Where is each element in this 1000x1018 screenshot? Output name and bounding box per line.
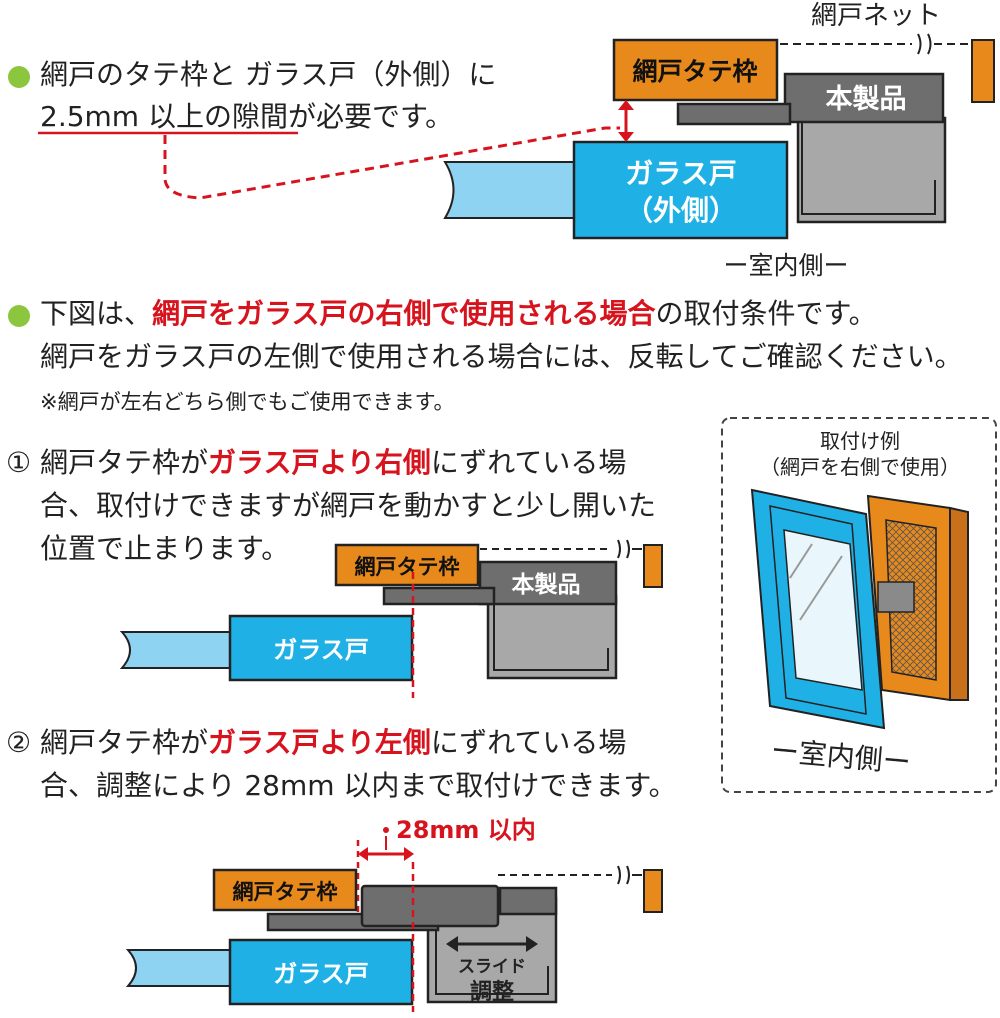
example-title: 取付け例 [820, 429, 900, 453]
net-end-frame [643, 869, 663, 913]
example-border [721, 417, 997, 793]
case2-line-2: 合、調整により 28mm 以内まで取付けできます。 [40, 769, 677, 802]
rail [676, 102, 792, 126]
notice-highlight: 網戸をガラス戸の右側で使用される場合 [152, 297, 656, 330]
net-frame [334, 543, 480, 587]
gap-requirement: 2.5mm 以上の隙間 [40, 100, 288, 133]
case2-highlight: ガラス戸より左側 [208, 726, 431, 759]
adjust-label: 調整 [470, 979, 514, 1005]
net-end-frame [643, 544, 663, 588]
intro-line-1: 網戸のタテ枠と ガラス戸（外側）に [40, 58, 497, 91]
example-box: 取付け例 （網戸を右側で使用） ー室内側ー [721, 417, 997, 793]
net-label: 網戸ネット [811, 1, 941, 31]
net-frame-label: 網戸タテ枠 [632, 57, 757, 86]
bullet-dot [8, 66, 30, 88]
glass-frame [228, 938, 414, 1006]
product-label: 本製品 [826, 84, 907, 115]
break-mark [617, 539, 630, 559]
case1-number: ① [6, 446, 32, 479]
rail [382, 586, 496, 606]
case2-line-1: ② 網戸タテ枠がガラス戸より左側にずれている場 [6, 726, 627, 759]
glass-label: ガラス戸 [273, 960, 369, 988]
notice-line-2: 網戸をガラス戸の左側で使用される場合には、反転してご確認ください。 [40, 340, 963, 373]
case2-number: ② [6, 726, 32, 759]
case1-diagram: 網戸タテ枠 本製品 ガラス戸 [119, 539, 663, 698]
net-frame-label: 網戸タテ枠 [355, 555, 460, 579]
break-mark [617, 865, 630, 885]
product-top [498, 886, 558, 916]
example-subtitle: （網戸を右側で使用） [760, 455, 960, 479]
glass-pane-white [783, 529, 863, 691]
glass-pane [443, 161, 579, 219]
case1-highlight: ガラス戸より右側 [208, 446, 431, 479]
slide-label: スライド [458, 957, 526, 977]
break-mark [917, 33, 932, 55]
notice-footnote: ※網戸が左右どちら側でもご使用できます。 [40, 390, 455, 414]
product-body [486, 594, 618, 680]
glass-frame [228, 614, 414, 682]
case1-line-3: 位置で止まります。 [40, 532, 290, 565]
glass-label-2: （外側） [625, 194, 737, 227]
product-body [785, 116, 947, 224]
glass-pane [125, 949, 233, 987]
net-frame [612, 38, 779, 102]
case2-diagram: 28mm 以内 網戸タテ枠 ガラス戸 スライド 調整 [125, 816, 663, 1012]
product-top [478, 560, 618, 606]
bullet-dot [8, 305, 30, 327]
glass-window [750, 488, 915, 730]
top-diagram: 網戸タテ枠 本製品 ガラス戸 （外側） 網戸ネット ー室内側ー [443, 1, 995, 280]
example-indoor-label: ー室内側ー [770, 734, 912, 779]
net-frame [212, 868, 358, 912]
slide-part [360, 884, 500, 928]
glass-label-1: ガラス戸 [625, 157, 736, 190]
case1-line-2: 合、取付けできますが網戸を動かすと少し開いた [40, 489, 657, 522]
case1-line-1: ① 網戸タテ枠がガラス戸より右側にずれている場 [6, 446, 627, 479]
product-label: 本製品 [512, 571, 581, 598]
net-frame-label: 網戸タテ枠 [233, 880, 338, 904]
product-top [783, 72, 945, 124]
gap-leader-line [163, 126, 620, 200]
dimension-label: 28mm 以内 [396, 816, 536, 844]
glass-label: ガラス戸 [273, 636, 369, 664]
indoor-label: ー室内側ー [723, 251, 848, 280]
glass-frame [572, 140, 789, 240]
intro-line-2: 2.5mm 以上の隙間が必要です。 [40, 100, 454, 133]
product-inner-line [801, 122, 936, 215]
notice-line-1: 下図は、網戸をガラス戸の右側で使用される場合の取付条件です。 [40, 297, 877, 330]
glass-pane [119, 631, 233, 669]
net-end-frame [971, 39, 995, 103]
mount-bracket [877, 581, 915, 613]
